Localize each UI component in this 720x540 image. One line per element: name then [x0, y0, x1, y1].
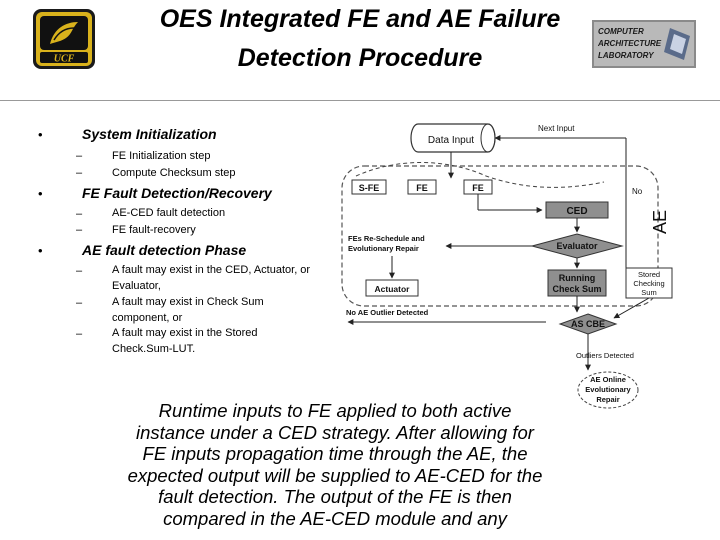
svg-text:Data Input: Data Input [428, 135, 474, 146]
sub-dash: – [76, 224, 83, 236]
fe-node [407, 179, 437, 195]
failure-detection-flow-diagram: AE Data Input Next Input S-FE FE FE CED … [341, 123, 673, 409]
sub-item: FE fault-recovery [112, 224, 196, 236]
sub-dash: – [76, 297, 83, 309]
svg-text:AE Online: AE Online [590, 375, 626, 384]
svg-text:Checking: Checking [633, 279, 664, 288]
sub-item: Compute Checksum step [112, 167, 236, 179]
sub-item: A fault may exist in the CED, Actuator, … [112, 264, 311, 292]
sub-dash: – [76, 150, 83, 162]
bullet-heading: AE fault detection Phase [82, 242, 247, 258]
sub-item: A fault may exist in the Stored Check.Su… [112, 327, 258, 355]
ae-label: AE [650, 210, 670, 234]
bullet-marker: • [38, 243, 43, 258]
svg-text:Stored: Stored [638, 270, 660, 279]
svg-text:UCF: UCF [54, 54, 75, 65]
sfe-node [351, 179, 387, 195]
bullet-marker: • [38, 127, 43, 142]
sub-item: AE-CED fault detection [112, 207, 226, 219]
ucf-logo: UCF [33, 9, 95, 69]
svg-text:FE: FE [416, 183, 428, 193]
svg-text:Outliers Detected: Outliers Detected [576, 351, 634, 360]
svg-text:Running: Running [559, 273, 596, 283]
sub-dash: – [76, 167, 83, 179]
svg-text:S-FE: S-FE [359, 183, 380, 193]
sub-item: A fault may exist in Check Sum component… [112, 296, 264, 324]
svg-text:Actuator: Actuator [375, 284, 411, 294]
svg-text:Evolutionary: Evolutionary [585, 385, 631, 394]
title-line-2: Detection Procedure [237, 44, 483, 72]
title-line-1: OES Integrated FE and AE Failure [159, 5, 561, 33]
stored-checksum-node [625, 267, 673, 299]
svg-text:FE: FE [472, 183, 484, 193]
svg-text:LABORATORY: LABORATORY [598, 51, 654, 60]
ae-boundary [341, 165, 659, 307]
sub-dash: – [76, 208, 83, 220]
svg-text:AS CBE: AS CBE [571, 319, 605, 329]
svg-text:COMPUTER: COMPUTER [598, 27, 644, 36]
actuator-node [365, 279, 419, 297]
cal-logo: COMPUTER ARCHITECTURE LABORATORY [592, 20, 696, 68]
title-divider [0, 100, 720, 101]
svg-text:CED: CED [566, 206, 587, 217]
svg-text:FEs Re-Schedule and: FEs Re-Schedule and [348, 234, 425, 243]
sub-dash: – [76, 265, 83, 277]
sub-dash: – [76, 328, 83, 340]
svg-text:Repair: Repair [596, 395, 619, 404]
bullet-heading: FE Fault Detection/Recovery [82, 185, 272, 201]
ae-online-repair-node [577, 371, 639, 409]
body-paragraph: Runtime inputs to FE applied to both act… [127, 400, 543, 529]
svg-text:Next Input: Next Input [538, 124, 575, 133]
svg-text:No AE Outlier Detected: No AE Outlier Detected [346, 308, 429, 317]
bullet-marker: • [38, 186, 43, 201]
running-checksum-node [547, 269, 607, 297]
svg-text:No: No [632, 187, 643, 196]
svg-text:Check Sum: Check Sum [552, 284, 601, 294]
sub-item: FE Initialization step [112, 150, 211, 162]
svg-text:Evolutionary Repair: Evolutionary Repair [348, 244, 419, 253]
svg-text:ARCHITECTURE: ARCHITECTURE [597, 39, 662, 48]
bullet-heading: System Initialization [82, 126, 217, 142]
svg-text:Sum: Sum [641, 288, 656, 297]
svg-text:Evaluator: Evaluator [556, 241, 598, 251]
